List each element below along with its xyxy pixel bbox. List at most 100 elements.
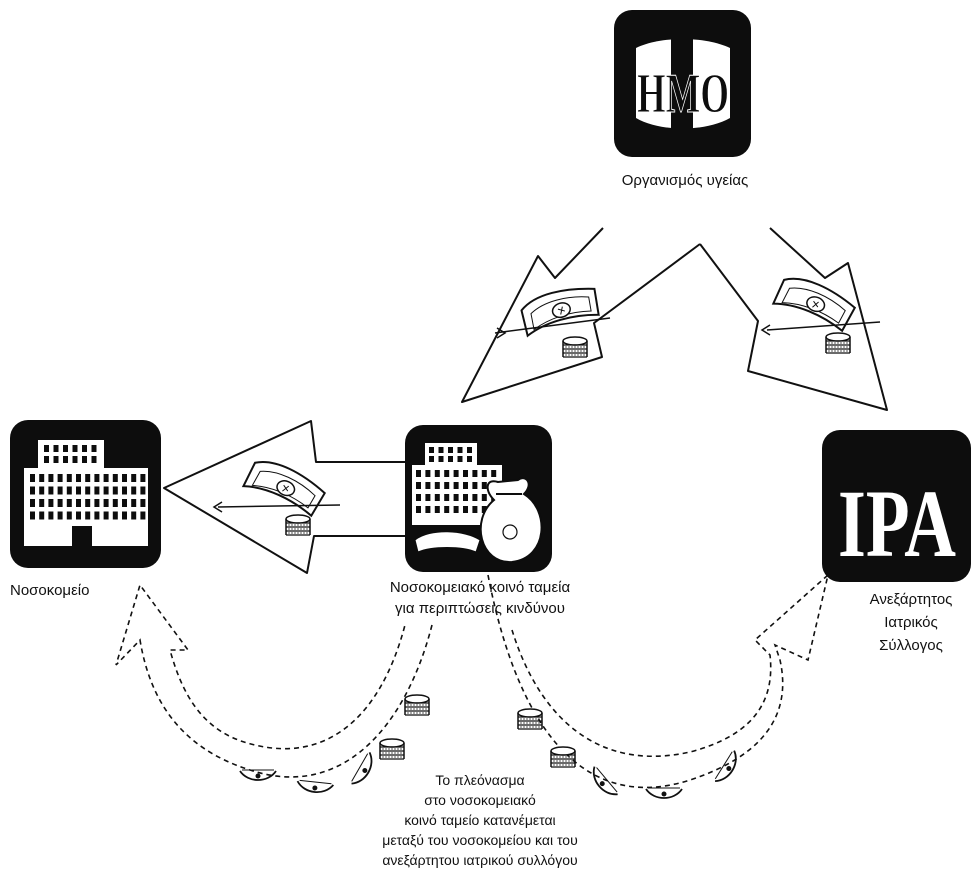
arrow-hmo-to-risk-pool	[461, 227, 701, 403]
building-window	[444, 494, 450, 501]
building-window	[438, 447, 444, 453]
building-window	[63, 456, 68, 463]
building-window	[425, 506, 431, 513]
building-window	[434, 470, 440, 477]
building-window	[448, 447, 453, 453]
building-window	[131, 499, 137, 507]
building-window	[467, 456, 472, 462]
building-window	[122, 499, 127, 507]
building-window	[30, 511, 35, 520]
building-window	[48, 511, 54, 520]
money-bag-icon	[479, 477, 543, 564]
building-window	[63, 445, 68, 452]
building-window	[434, 494, 440, 501]
building-window	[131, 474, 137, 482]
building-window	[76, 511, 81, 520]
building-window	[457, 456, 463, 462]
hmo-logo-text: HMO	[637, 63, 729, 125]
building-window	[66, 486, 72, 495]
building-window	[82, 456, 87, 463]
building-window	[72, 456, 78, 463]
building-window	[91, 445, 97, 452]
building-window	[112, 486, 118, 495]
coin-stack-icon	[825, 332, 851, 354]
building-window	[57, 486, 63, 495]
building-window	[82, 445, 87, 452]
building-window	[457, 447, 463, 453]
building-window	[122, 511, 127, 520]
building-window	[48, 499, 54, 507]
building-window	[429, 447, 434, 453]
hmo-logo-icon: HMO	[614, 10, 751, 157]
building-window	[481, 494, 487, 501]
building-window	[463, 506, 468, 513]
building-window	[85, 474, 91, 482]
building-window	[57, 499, 63, 507]
building-window	[472, 482, 478, 489]
building-window	[453, 506, 459, 513]
building-window	[94, 511, 100, 520]
building-window	[131, 486, 137, 495]
building-window	[44, 456, 49, 463]
building-window	[53, 445, 59, 452]
building-window	[39, 511, 45, 520]
ipa-logo-text: IPA	[838, 470, 956, 577]
coin-stack-icon	[517, 708, 543, 730]
building-window	[453, 470, 459, 477]
building-window	[481, 482, 487, 489]
building-window	[72, 445, 78, 452]
coin-stack-icon	[562, 336, 588, 358]
building-window	[94, 499, 100, 507]
building-window	[453, 482, 459, 489]
building-window	[425, 470, 431, 477]
building-window	[448, 456, 453, 462]
building-window	[57, 474, 63, 482]
building-window	[140, 486, 146, 495]
ipa-label-line1: Ανεξάρτητος	[869, 591, 953, 608]
building-window	[112, 499, 118, 507]
building-window	[481, 506, 487, 513]
building-window	[66, 474, 72, 482]
building-window	[76, 499, 81, 507]
arrow-surplus-to-hospital	[115, 583, 433, 778]
building-window	[416, 482, 421, 489]
building-window	[91, 456, 97, 463]
building-window	[103, 499, 109, 507]
building-window	[39, 499, 45, 507]
coin-icon	[295, 779, 335, 795]
building-window	[416, 470, 421, 477]
banknote-icon	[771, 271, 860, 334]
building-window	[39, 486, 45, 495]
risk-pool-label-line1: Νοσοκομειακό κοινό ταμεία	[389, 579, 571, 596]
building-window	[94, 474, 100, 482]
building-window	[48, 474, 54, 482]
building-window	[463, 470, 468, 477]
building-window	[472, 506, 478, 513]
ipa-label: Ανεξάρτητος Ιατρικός Σύλλογος	[846, 588, 976, 657]
building-window	[85, 511, 91, 520]
hospital-building-icon	[10, 420, 161, 568]
building-window	[122, 474, 127, 482]
building-window	[425, 482, 431, 489]
ipa-label-line3: Σύλλογος	[879, 637, 943, 654]
building-window	[44, 445, 49, 452]
building-window	[112, 511, 118, 520]
coin-stack-icon	[285, 514, 311, 536]
building-window	[140, 511, 146, 520]
building-window	[103, 486, 109, 495]
building-window	[30, 486, 35, 495]
coin-stack-icon	[550, 746, 576, 768]
building-window	[434, 506, 440, 513]
surplus-note-line2: στο νοσοκομειακό	[424, 792, 536, 808]
building-window	[140, 474, 146, 482]
surplus-note-line4: μεταξύ του νοσοκομείου και του	[382, 832, 578, 848]
banknote-icon	[241, 454, 330, 519]
coin-icon	[645, 787, 683, 799]
building-window	[472, 494, 478, 501]
building-window	[416, 506, 421, 513]
building-window	[103, 511, 109, 520]
arrow-hmo-to-ipa	[699, 227, 888, 411]
building-window	[491, 470, 497, 477]
surplus-note: Το πλεόνασμα στο νοσοκομειακό κοινό ταμε…	[330, 770, 630, 870]
